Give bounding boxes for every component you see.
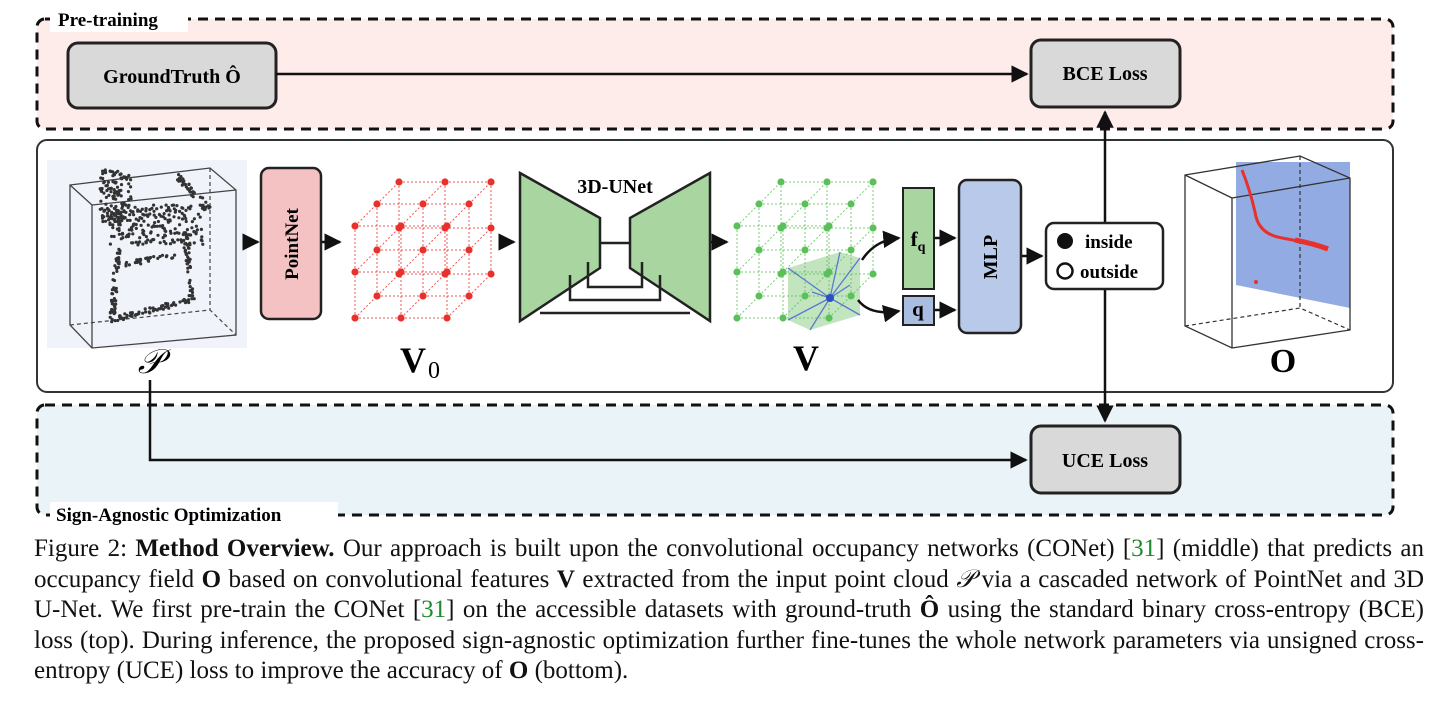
method-overview-figure: Pre-training Sign-Agnostic Optimization … [35, 10, 1395, 525]
caption-symbol-o-hat: Ô [919, 596, 940, 623]
p-to-uce-arrow [148, 380, 1028, 469]
occupancy-output-cube [1184, 155, 1351, 349]
caption-paragraph: Figure 2: Method Overview. Our approach … [34, 534, 1424, 687]
sign-agnostic-label: Sign-Agnostic Optimization [56, 505, 282, 525]
caption-text: (bottom). [528, 657, 629, 684]
point-cloud-panel [47, 160, 247, 349]
citation-link[interactable]: 31 [421, 596, 447, 623]
caption-text: using the standard binary cross-entropy … [34, 596, 1425, 684]
occupancy-box [1044, 221, 1165, 291]
caption-bracket: [ [412, 596, 422, 623]
bce-loss-box [1029, 38, 1182, 109]
caption-bracket: ] [1156, 535, 1165, 562]
caption-bracket: ] [446, 596, 455, 623]
figure-caption: Figure 2: Method Overview. Our approach … [34, 534, 1424, 687]
caption-text: via a cascaded network of PointNet and 3… [34, 565, 1424, 624]
caption-text: (middle) that predicts an occupancy fiel… [34, 535, 1424, 593]
caption-text: Our approach is built upon the convoluti… [334, 535, 1123, 562]
v0-label: V0 [400, 340, 440, 384]
v-to-fq-arrow [860, 230, 901, 261]
pretraining-label: Pre-training [58, 10, 158, 31]
fq-box [902, 187, 935, 290]
unet-block [518, 170, 712, 324]
citation-link[interactable]: 31 [1131, 535, 1157, 562]
caption-bracket: [ [1122, 535, 1132, 562]
fq-label: fq [911, 227, 926, 255]
caption-symbol-v: V [556, 565, 575, 593]
caption-text: extracted from the input point cloud [574, 565, 957, 593]
uce-loss-box [1029, 424, 1182, 495]
outside-label: outside [1080, 262, 1138, 283]
o-label: O [1270, 343, 1296, 380]
caption-symbol-o: O [508, 657, 529, 684]
caption-title: Method Overview. [135, 535, 335, 562]
groundtruth-box [66, 41, 278, 110]
caption-symbol-p: 𝒫 [956, 565, 975, 593]
caption-text: on the accessible datasets with ground-t… [454, 596, 920, 623]
caption-prefix: Figure 2: [34, 535, 136, 562]
v-feature-grid [733, 178, 877, 331]
v0-feature-grid [351, 178, 495, 322]
bce-loss-label: BCE Loss [1062, 63, 1147, 85]
q-box [902, 295, 935, 326]
q-label: q [912, 297, 924, 321]
pointnet-label: PointNet [282, 207, 303, 279]
caption-text: based on convolutional features [221, 565, 557, 593]
outside-hollow-dot-icon [1056, 262, 1074, 280]
mlp-box [957, 178, 1023, 335]
inside-label: inside [1085, 232, 1133, 253]
mlp-label: MLP [980, 235, 1002, 279]
pointnet-box [259, 166, 323, 321]
caption-symbol-o: O [201, 565, 222, 593]
uce-loss-label: UCE Loss [1062, 450, 1148, 472]
groundtruth-label: GroundTruth Ô [103, 64, 241, 88]
v-to-q-arrow [857, 299, 901, 323]
unet-label: 3D-UNet [577, 176, 653, 198]
v-label: V [793, 338, 819, 378]
chair-point-cloud [98, 168, 212, 324]
inside-filled-dot-icon [1057, 233, 1073, 249]
